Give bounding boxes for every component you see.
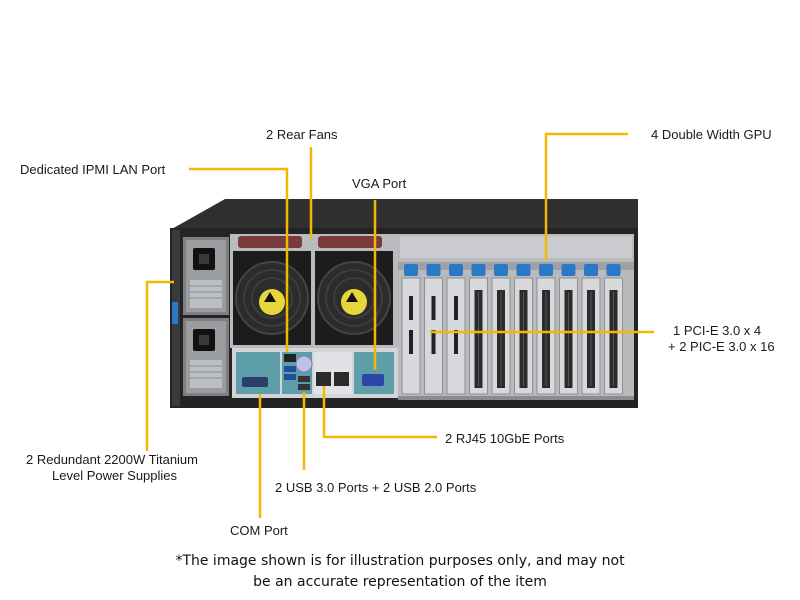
pcie-latch [606, 264, 621, 276]
pcie-latch [426, 264, 441, 276]
label-com: COM Port [230, 523, 288, 538]
leader-double-width-gpu [544, 132, 628, 260]
io-panel [232, 348, 398, 398]
usb-3-port-1 [284, 366, 296, 372]
fan-1-handle [238, 236, 302, 248]
pcie-slots [401, 277, 623, 395]
usb-2-port-1 [298, 376, 310, 382]
label-pcie-line2: + 2 PIC-E 3.0 x 16 [668, 339, 775, 354]
com-port [242, 377, 268, 387]
pcie-latch [471, 264, 486, 276]
pcie-latch [404, 264, 418, 276]
disclaimer-line2: be an accurate representation of the ite… [253, 574, 547, 590]
pcie-latch [516, 264, 531, 276]
ipmi-lan-port [284, 354, 296, 362]
pcie-latch [494, 264, 508, 276]
pcie-slot-bracket [446, 277, 466, 395]
leader-rj45 [322, 386, 437, 439]
pcie-latches [404, 264, 621, 276]
pcie-slot-bracket [469, 277, 488, 395]
leader-psu [145, 280, 174, 451]
uid-button [295, 355, 313, 373]
label-usb: 2 USB 3.0 Ports + 2 USB 2.0 Ports [275, 480, 477, 495]
pcie-slot-bracket [514, 277, 533, 395]
label-pcie-line1: 1 PCI-E 3.0 x 4 [673, 323, 762, 338]
label-psu-line2: Level Power Supplies [52, 468, 178, 483]
pcie-slot-bracket [536, 277, 556, 395]
label-double-width-gpu: 4 Double Width GPU [651, 127, 772, 142]
leader-lines [145, 132, 654, 518]
rear-fans [230, 234, 398, 348]
label-rj45: 2 RJ45 10GbE Ports [445, 431, 565, 446]
pcie-slot-bracket [604, 277, 623, 395]
pcie-expansion-area [398, 234, 634, 400]
usb-2-port-2 [298, 384, 310, 390]
pcie-slot-bracket [401, 277, 421, 395]
label-vga: VGA Port [352, 176, 407, 191]
pcie-slot-bracket [559, 277, 578, 395]
rj45-port-1 [316, 372, 331, 386]
pcie-slot-bracket [581, 277, 601, 395]
label-ipmi-lan: Dedicated IPMI LAN Port [20, 162, 166, 177]
usb-3-port-2 [284, 374, 296, 380]
vga-port [362, 374, 384, 386]
pcie-latch [561, 264, 576, 276]
label-rear-fans: 2 Rear Fans [266, 127, 338, 142]
pcie-slot-bracket [424, 277, 443, 395]
rj45-port-2 [334, 372, 349, 386]
label-psu-line1: 2 Redundant 2200W Titanium [26, 452, 198, 467]
pcie-latch [539, 264, 553, 276]
rack-handle-tab [172, 302, 178, 324]
pcie-latch [449, 264, 463, 276]
disclaimer-line1: *The image shown is for illustration pur… [175, 553, 625, 569]
fan-2-handle [318, 236, 382, 248]
leader-ipmi-lan [189, 167, 289, 352]
pcie-slot-bracket [491, 277, 511, 395]
pcie-latch [584, 264, 598, 276]
power-supplies [183, 237, 229, 396]
